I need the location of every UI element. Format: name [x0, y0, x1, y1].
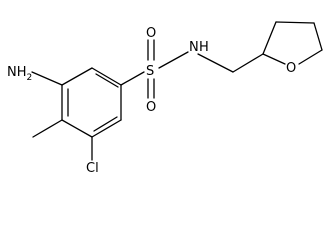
ring-oxygen-label: O	[286, 61, 296, 76]
ring-bond-c3-c4	[91, 119, 122, 138]
thf-bond-c4-c3	[275, 21, 315, 24]
bond-nitrogen-to-ch2	[197, 53, 234, 73]
sulfur-label: S	[146, 64, 154, 79]
thf-bond-c2-o	[262, 53, 286, 65]
bond-to-amino	[31, 71, 63, 86]
bond-sulfur-to-nitrogen	[158, 51, 189, 69]
ring-bond-c1-c2-inner	[95, 73, 119, 88]
oxygen-top-label: O	[146, 26, 156, 41]
ring-bond-c6-c1	[61, 67, 93, 86]
nitrogen-h-label: H	[199, 40, 209, 55]
structure-diagram: NH2 Cl S O O N H O	[7, 21, 323, 176]
thf-bond-c3-c2	[262, 21, 277, 55]
amino-h: H	[17, 65, 27, 80]
thf-bond-c5-c4	[313, 22, 323, 51]
ring-bond-c4-c5	[61, 119, 93, 138]
benzene-ring	[61, 67, 122, 138]
bond-to-methyl	[32, 119, 63, 138]
ring-bond-c3-c4-inner	[93, 116, 118, 132]
tetrahydrofuran-ring	[262, 21, 323, 65]
amino-n: N	[7, 65, 17, 80]
nitrogen-label: N	[189, 40, 199, 55]
bond-ch2-to-ring	[232, 53, 264, 73]
chloro-label: Cl	[86, 161, 99, 176]
thf-bond-o-c5	[298, 49, 323, 65]
amino-subscript: 2	[27, 73, 33, 83]
ring-bond-c1-c2	[91, 67, 122, 86]
amino-label: NH2	[7, 65, 32, 83]
bond-ring-to-sulfur	[120, 71, 145, 86]
oxygen-bottom-label: O	[146, 100, 156, 115]
